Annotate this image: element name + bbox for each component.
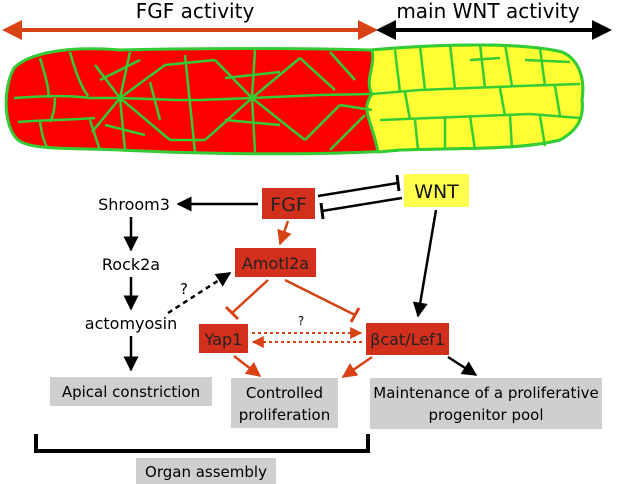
inhibit-fgf-wnt-bar: [395, 174, 401, 192]
node-yap1: Yap1: [199, 324, 248, 353]
rock2a-label: Rock2a: [102, 255, 160, 274]
amotl2a-box: [235, 248, 316, 277]
controlled-box: [231, 378, 338, 428]
arrow-wnt-to-bcat: [412, 209, 438, 318]
inhibit-amotl2a-yap1-line: [231, 279, 269, 314]
organ-assembly-box: [136, 458, 276, 484]
maintenance-label-line1: Maintenance of a proliferative: [373, 384, 598, 402]
question-mark-2: ?: [298, 314, 304, 328]
node-bcat: βcat/Lef1: [366, 323, 449, 355]
inhibit-fgf-to-wnt: [317, 174, 401, 198]
bcat-box: [366, 323, 449, 355]
bracket-line: [34, 434, 370, 453]
fgf-activity-label: FGF activity: [136, 0, 255, 23]
inhibit-amotl2a-yap1-bar: [224, 305, 240, 321]
arrow-actomyosin-to-amotl2a: [167, 271, 232, 315]
controlled-label-line1: Controlled: [246, 384, 323, 402]
wnt-label: WNT: [414, 181, 459, 203]
wnt-activity-label: main WNT activity: [396, 0, 580, 23]
maintenance-label-line2: progenitor pool: [429, 406, 544, 424]
actomyosin-label: actomyosin: [85, 314, 177, 333]
arrow-fgf-to-amotl2a: [277, 220, 292, 246]
question-mark-1: ?: [180, 280, 188, 298]
wnt-activity-range: main WNT activity: [376, 0, 612, 40]
inhibit-wnt-to-fgf: [319, 196, 403, 220]
controlled-label-line2: proliferation: [239, 406, 330, 424]
red-cell-borders: [13, 49, 373, 153]
fgf-box: [262, 188, 315, 219]
outcome-maintenance: Maintenance of a proliferative progenito…: [370, 378, 602, 429]
wnt-range-left-arrowhead: [376, 20, 396, 40]
inhibit-amotl2a-bcat-line: [284, 278, 356, 317]
yap1-box: [199, 324, 248, 353]
shroom3-label: Shroom3: [98, 195, 170, 214]
bcat-label: βcat/Lef1: [370, 330, 445, 349]
inhibit-fgf-wnt-line: [317, 181, 399, 198]
fgf-activity-range: FGF activity: [2, 0, 378, 40]
tissue-yellow-domain: [365, 43, 585, 154]
inhibit-amotl2a-to-bcat: [284, 278, 361, 323]
primordium-tissue: [4, 43, 585, 156]
organ-assembly-label: Organ assembly: [145, 463, 267, 481]
wnt-box: [404, 174, 469, 207]
amotl2a-label: Amotl2a: [242, 254, 309, 273]
fgf-label: FGF: [270, 194, 307, 216]
yellow-cell-borders: [371, 43, 581, 151]
inhibit-amotl2a-bcat-bar: [349, 307, 361, 323]
outcome-controlled-proliferation: Controlled proliferation: [231, 378, 338, 428]
node-amotl2a: Amotl2a: [235, 248, 316, 277]
apical-label: Apical constriction: [62, 383, 200, 401]
organ-assembly-bracket: Organ assembly: [34, 434, 370, 484]
arrow-yap1-to-controlled: [233, 355, 262, 377]
inhibit-wnt-fgf-line: [321, 196, 403, 213]
yap1-label: Yap1: [204, 330, 243, 349]
inhibit-wnt-fgf-bar: [319, 202, 325, 220]
maintenance-box: [370, 378, 602, 429]
arrow-bcat-to-controlled: [341, 355, 373, 379]
arrow-bcat-to-maintenance: [447, 355, 478, 377]
inhibit-amotl2a-to-yap1: [224, 279, 269, 321]
node-wnt: WNT: [404, 174, 469, 207]
apical-box: [50, 377, 212, 406]
fgf-range-left-arrowhead: [2, 20, 22, 40]
fgf-range-right-arrowhead: [358, 20, 378, 40]
node-fgf: FGF: [262, 188, 315, 219]
yap1-bcat-crosstalk: ?: [251, 314, 363, 348]
outcome-apical-constriction: Apical constriction: [50, 377, 212, 406]
wnt-range-right-arrowhead: [592, 20, 612, 40]
